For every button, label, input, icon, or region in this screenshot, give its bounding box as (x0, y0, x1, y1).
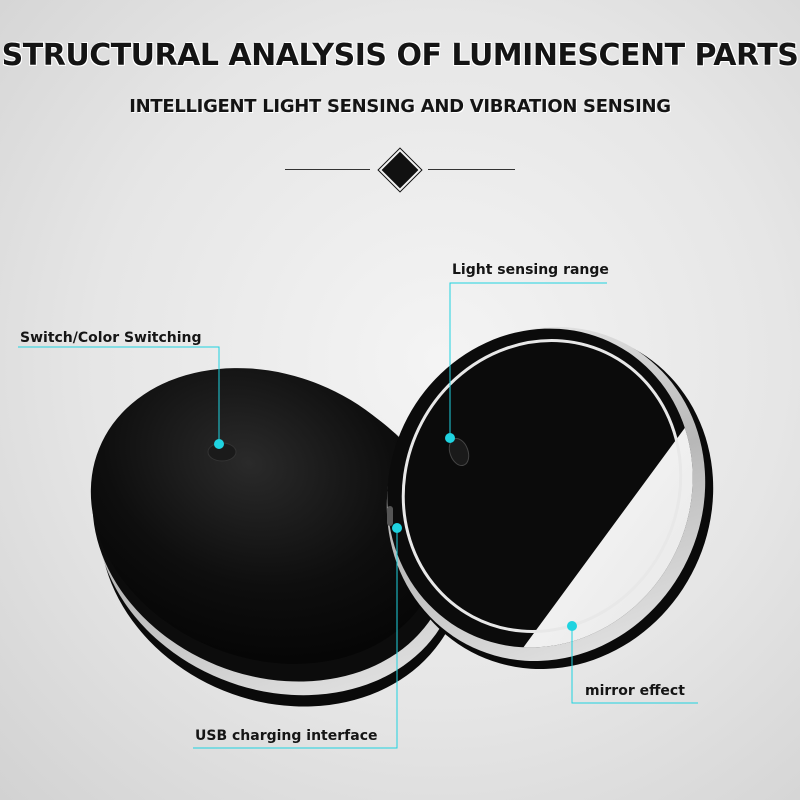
label-light-sensing: Light sensing range (452, 262, 609, 278)
divider-left-line (285, 169, 370, 170)
callout-dot-switch (214, 439, 224, 449)
callout-dot-usb (392, 523, 402, 533)
usb-port-icon (387, 506, 393, 526)
label-switch: Switch/Color Switching (20, 330, 202, 346)
light-ring (401, 339, 683, 633)
label-mirror: mirror effect (585, 683, 685, 699)
label-usb: USB charging interface (195, 728, 378, 744)
callout-line-light (449, 282, 607, 438)
callout-line-switch (18, 346, 220, 444)
page-title: STRUCTURAL ANALYSIS OF LUMINESCENT PARTS (1, 38, 799, 73)
divider-right-line (428, 169, 515, 170)
callout-dot-light (445, 433, 455, 443)
left-coaster (90, 368, 465, 707)
page-subtitle: INTELLIGENT LIGHT SENSING AND VIBRATION … (129, 96, 671, 117)
callout-line-mirror (571, 626, 698, 704)
callout-line-usb (193, 528, 398, 749)
callout-dot-mirror (567, 621, 577, 631)
